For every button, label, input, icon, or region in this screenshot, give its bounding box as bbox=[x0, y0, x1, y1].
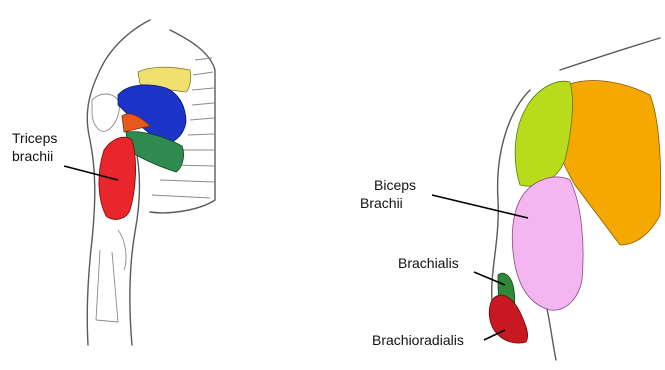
biceps-muscle bbox=[512, 177, 583, 310]
brachioradialis-muscle bbox=[489, 295, 527, 343]
anterior-neck-outline bbox=[560, 38, 660, 70]
biceps-label-line2: Brachii bbox=[360, 195, 403, 211]
triceps-label-line2: brachii bbox=[12, 148, 53, 164]
triceps-muscle bbox=[99, 137, 136, 219]
triceps-label-line1: Triceps bbox=[12, 130, 57, 146]
anterior-view: Biceps Brachii Brachialis Brachioradiali… bbox=[360, 38, 661, 360]
biceps-label-line1: Biceps bbox=[374, 177, 416, 193]
brachioradialis-label: Brachioradialis bbox=[372, 332, 464, 348]
posterior-view: Triceps brachii bbox=[12, 20, 215, 345]
biceps-leader-line bbox=[432, 195, 528, 218]
brachialis-label: Brachialis bbox=[398, 255, 459, 271]
